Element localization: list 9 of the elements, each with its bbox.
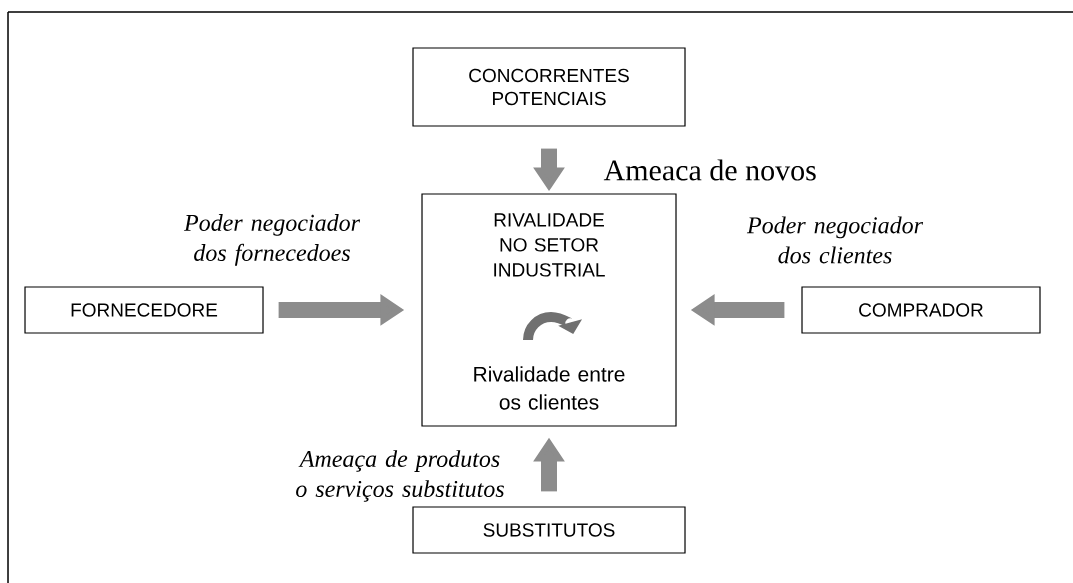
force-box: SUBSTITUTOS xyxy=(412,506,686,554)
edge-label: Ameaça de produtos o serviços substitutos xyxy=(296,450,504,502)
edge-label: Poder negociador dos fornecedoes xyxy=(183,214,361,266)
force-box: CONCORRENTES POTENCIAIS xyxy=(412,47,686,127)
edge-label: Ameaca de novos xyxy=(603,159,816,181)
rivalry-box: RIVALIDADE NO SETOR INDUSTRIAL Rivalidade entre os clientes xyxy=(421,193,677,427)
edge-label: Poder negociador dos clientes xyxy=(746,216,924,264)
force-box: FORNECEDORE xyxy=(24,286,264,334)
force-box: COMPRADOR xyxy=(801,286,1041,334)
